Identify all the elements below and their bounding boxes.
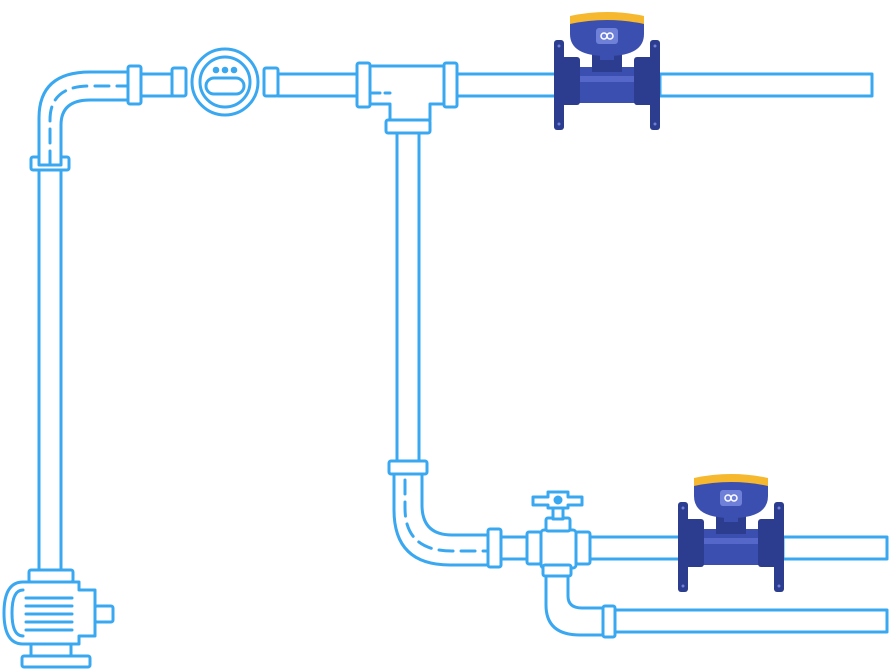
- bottom-return-pipe: [541, 563, 889, 639]
- bottom-elbow: [392, 472, 503, 569]
- infinity-logo-icon: [600, 32, 614, 40]
- top-main-pipe: [139, 66, 362, 98]
- pump-riser-pipe: [29, 155, 71, 577]
- gate-valve-icon[interactable]: [531, 490, 592, 570]
- valve-inlet-pipe: [499, 530, 543, 566]
- top-outlet-pipe: [455, 72, 874, 98]
- water-meter-icon: [190, 47, 260, 117]
- pump-icon: [2, 568, 115, 669]
- branch-down-pipe: [387, 131, 429, 476]
- tee-fitting: [355, 61, 459, 135]
- flow-meter-icon: [678, 474, 784, 592]
- top-left-elbow: [37, 64, 143, 167]
- infinity-logo-icon: [724, 494, 738, 502]
- flow-meter-icon: [554, 12, 660, 130]
